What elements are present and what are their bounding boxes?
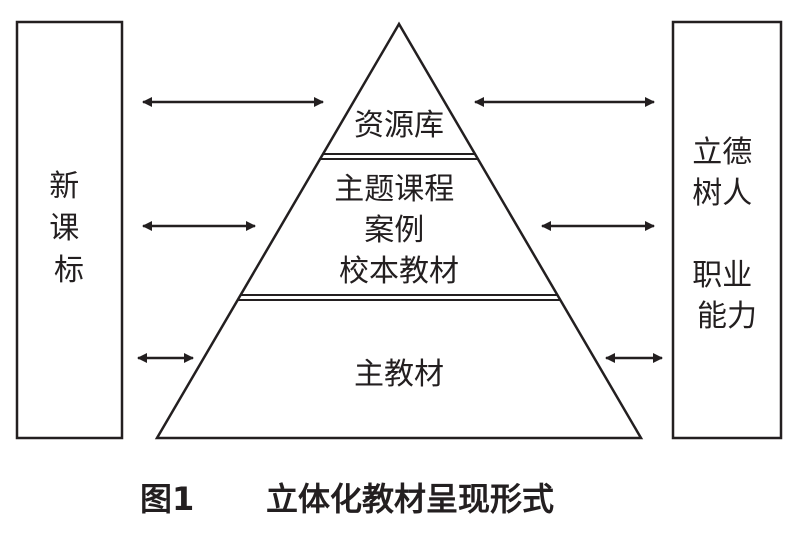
svg-text:新 课 标: 新 课 标 (49, 169, 89, 288)
right-box-line: 职业 (692, 258, 752, 293)
left-box-line: 标 (54, 253, 84, 288)
left-box-line: 新 (49, 169, 79, 204)
tier-divider-top (319, 153, 479, 160)
tier-middle-line: 主题课程 (334, 172, 454, 207)
left-box-line: 课 (49, 211, 79, 246)
caption-number: 图1 (140, 480, 194, 518)
tier-middle-line: 案例 (364, 213, 424, 248)
svg-text:立德 树人 职业 能力: 立德 树人 职业 能力 (692, 135, 762, 334)
pyramid-outline (154, 21, 644, 440)
left-box (15, 20, 124, 440)
tier-top-label: 资源库 (354, 108, 444, 143)
right-box-line: 能力 (697, 299, 757, 334)
caption-title: 立体化教材呈现形式 (266, 480, 554, 518)
tier-middle-line: 校本教材 (339, 254, 459, 289)
tier-bottom-label: 主教材 (354, 357, 444, 392)
svg-text:主题课程 案例 校本教材: 主题课程 案例 校本教材 (334, 172, 464, 289)
tier-divider-bottom (237, 294, 561, 301)
right-box-line: 立德 (692, 135, 752, 170)
right-box (671, 20, 783, 440)
right-box-line: 树人 (692, 176, 752, 211)
